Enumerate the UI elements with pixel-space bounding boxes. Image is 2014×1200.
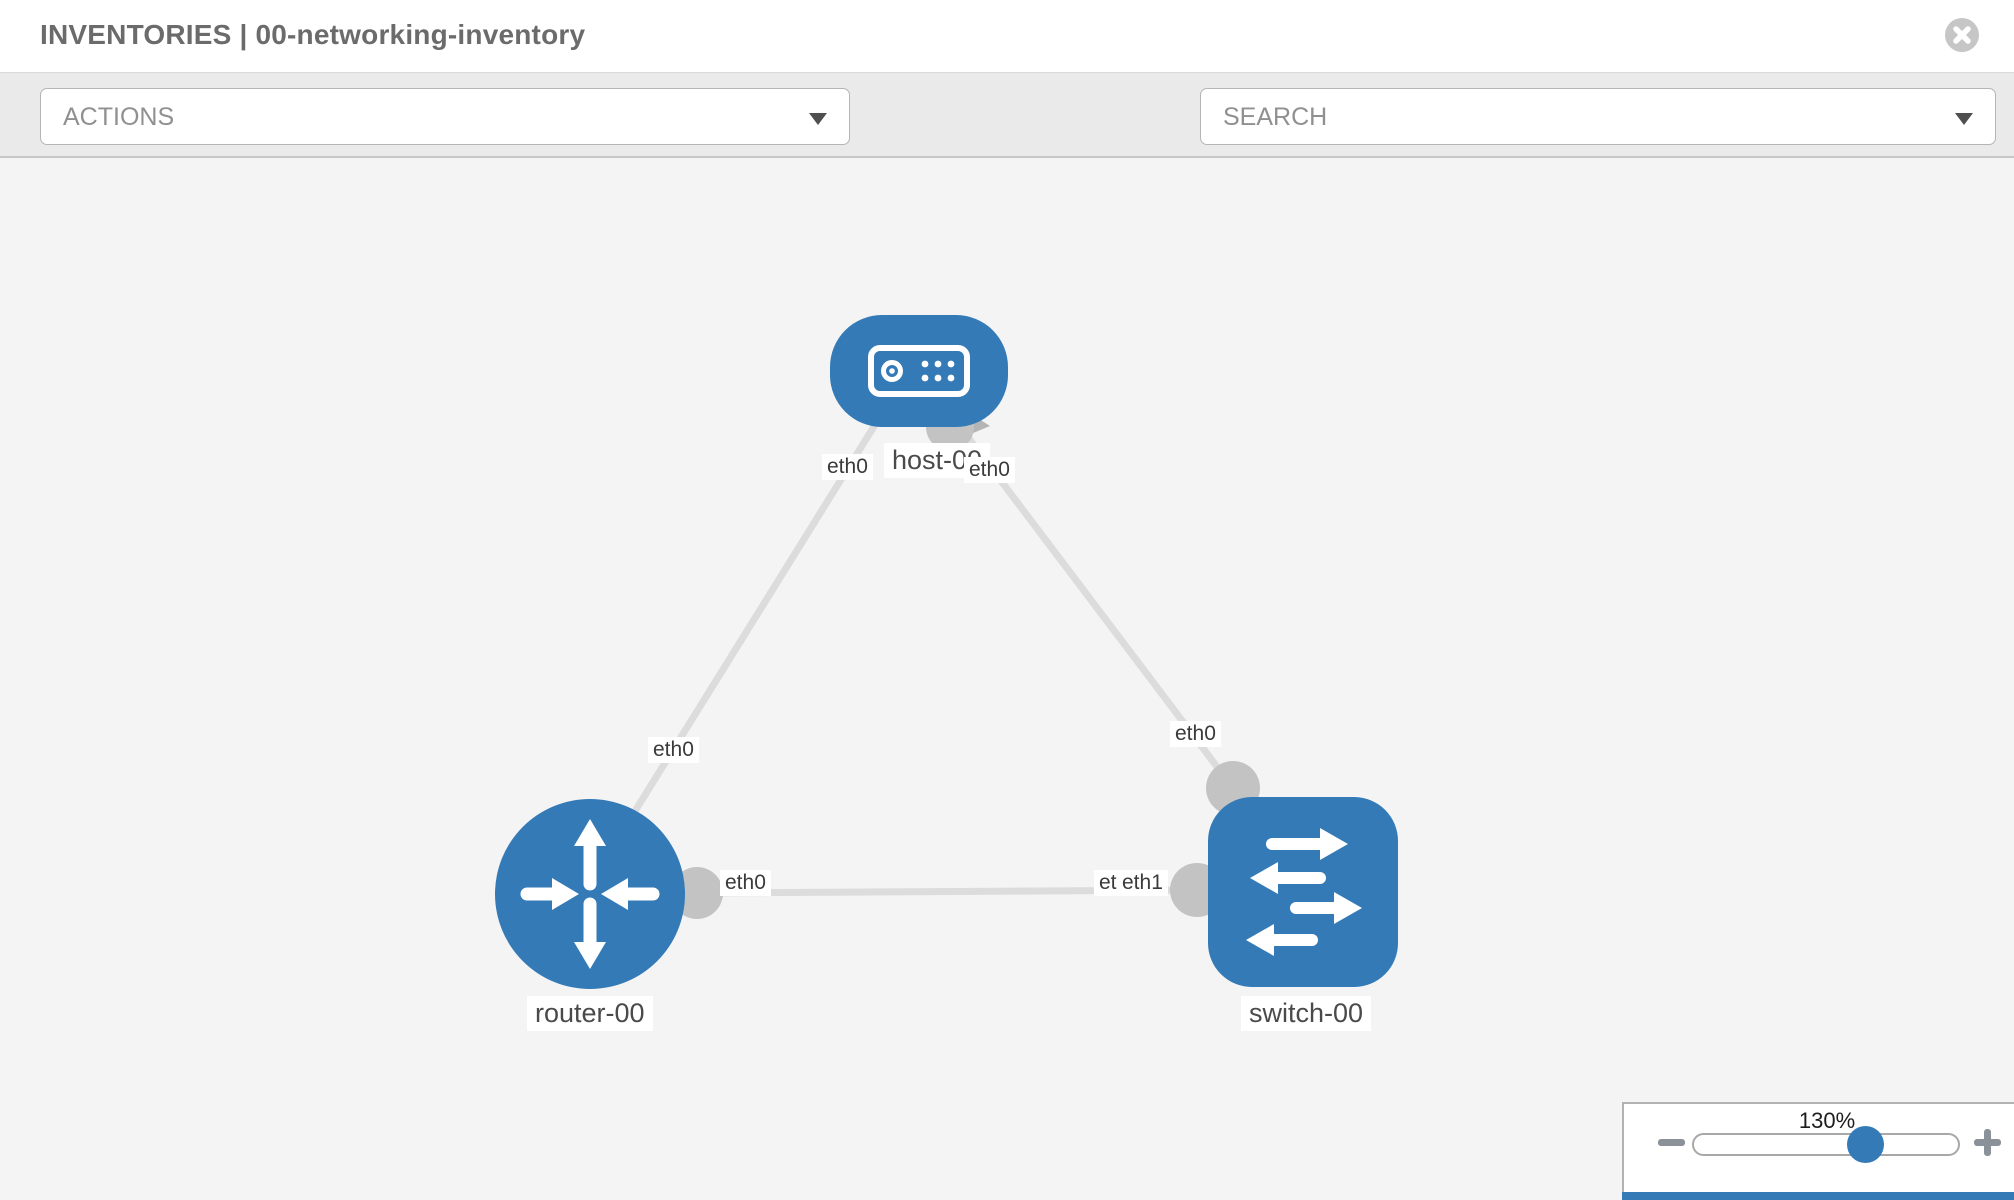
chevron-down-icon [1955,113,1973,125]
header: INVENTORIES | 00-networking-inventory [0,0,2014,72]
actions-dropdown[interactable]: ACTIONS [40,88,850,145]
actions-dropdown-label: ACTIONS [63,103,175,131]
toolbar: ACTIONS SEARCH [0,72,2014,158]
node-label-switch: switch-00 [1241,996,1372,1031]
node-router[interactable] [495,799,685,989]
close-icon[interactable] [1944,17,1980,53]
interface-label-router-right: eth0 [720,870,771,896]
bottom-accent-bar [1622,1192,2014,1200]
node-host[interactable] [830,315,1008,427]
node-label-router: router-00 [527,996,653,1031]
search-dropdown-label: SEARCH [1223,103,1328,131]
node-switch[interactable] [1208,797,1398,987]
server-icon [868,345,970,397]
router-icon [520,819,660,969]
interface-label-host-left: eth0 [822,454,873,480]
page-title: INVENTORIES | 00-networking-inventory [40,19,586,50]
interface-label-router-top: eth0 [648,737,699,763]
switch-icon [1246,828,1362,956]
zoom-panel: 130% [1622,1102,2014,1192]
minus-icon[interactable] [1658,1139,1685,1146]
interface-label-host-right: eth0 [964,457,1015,483]
interface-label-switch-left: eth1 [1117,870,1168,896]
zoom-slider-track[interactable] [1692,1133,1960,1156]
zoom-slider-thumb[interactable] [1847,1126,1884,1163]
interface-label-switch-top: eth0 [1170,721,1221,747]
plus-icon[interactable] [1974,1129,2001,1156]
search-dropdown[interactable]: SEARCH [1200,88,1996,145]
chevron-down-icon [809,113,827,125]
zoom-level-label: 130% [1798,1108,1856,1133]
